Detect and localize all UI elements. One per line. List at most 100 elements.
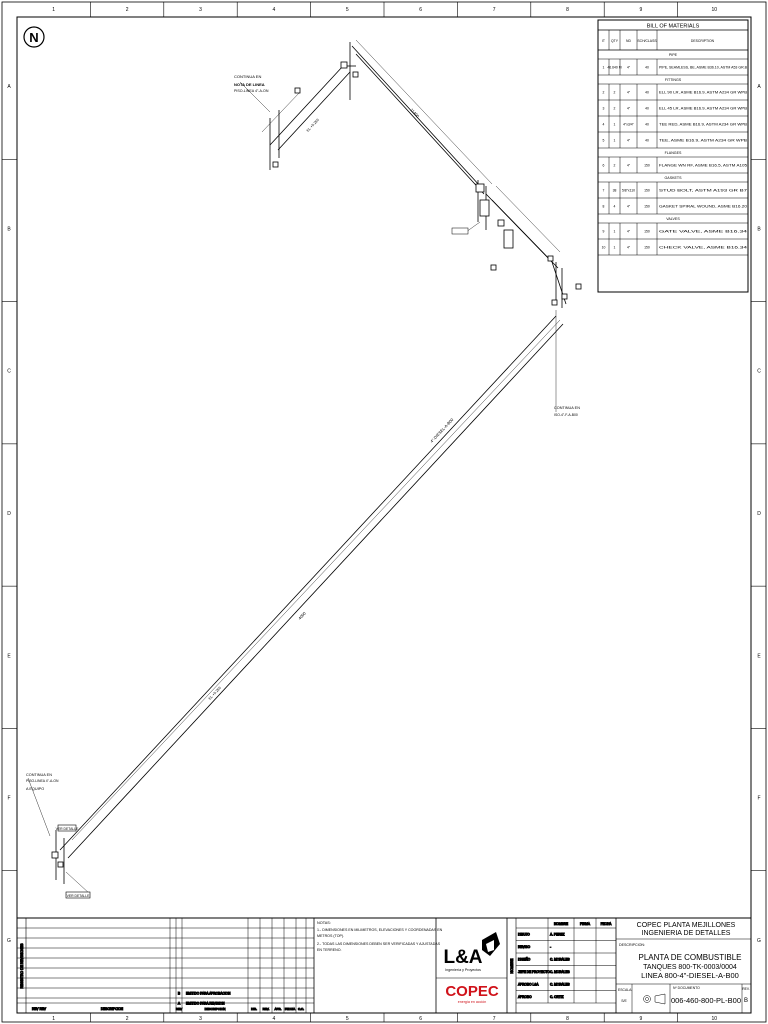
bom-cell: 4" (627, 107, 631, 111)
title-line-3: LINEA 800-4"-DIESEL-A-B00 (641, 971, 739, 980)
nw-tag-line1: CONTINUA EN (234, 74, 261, 79)
column-label-top: 5 (346, 7, 349, 13)
bom-section-title: PIPE (669, 53, 678, 57)
bom-description-cell: STUD BOLT, ASTM A193 GR B7 (659, 189, 747, 193)
doc-label: Nº DOCUMENTO (673, 986, 700, 990)
bom-cell: 2 (614, 164, 616, 168)
column-label-bottom: 3 (199, 1016, 202, 1022)
bom-description-cell: TEE, ASME B16.9, ASTM A234 GR WPB (659, 139, 747, 143)
bom-cell: 38 (613, 189, 617, 193)
row-label-right: E (757, 653, 761, 659)
project-line-2: INGENIERIA DE DETALLES (642, 930, 731, 937)
rev-footer-cell: APR. (274, 1007, 281, 1011)
row-label-right: A (757, 84, 761, 90)
bom-cell: 8 (603, 205, 605, 209)
bom-cell: 6 (603, 164, 605, 168)
bom-cell: 1 (614, 246, 616, 250)
column-label-bottom: 7 (493, 1016, 496, 1022)
row-label-right: C (757, 369, 761, 375)
rev-footer-cell: FECHA (285, 1007, 295, 1011)
column-label-bottom: 5 (346, 1016, 349, 1022)
bom-cell: 4 (603, 123, 605, 127)
column-label-bottom: 10 (712, 1016, 718, 1022)
rev-footer-cell: REV (176, 1007, 182, 1011)
rev-footer-desc: DESCRIPCION (101, 1007, 124, 1011)
row-label-left: C (7, 369, 11, 375)
bom-cell: 40 (645, 66, 649, 70)
bom-header-cell: QTY (611, 39, 619, 43)
bom-description-cell: PIPE, SEAMLESS, BE, ASME B36.10, ASTM A5… (659, 66, 747, 70)
note-2: 2.- TODAS LAS DIMENSIONES DEBEN SER VERI… (317, 942, 441, 946)
column-label-top: 7 (493, 7, 496, 13)
note-1: 1.- DIMENSIONES EN MILIMETROS, ELEVACION… (317, 928, 443, 932)
column-label-top: 1 (52, 7, 55, 13)
appr-name: C. MORALES (550, 958, 570, 962)
bom-header-cell: ND (626, 39, 631, 43)
sw-tag-line2: PISO-LINEA 4"-A-ON (26, 779, 59, 783)
bom-cell: 150 (644, 189, 650, 193)
bom-cell: 5/8"x110 (622, 189, 635, 193)
column-label-top: 2 (126, 7, 129, 13)
column-label-top: 10 (712, 7, 718, 13)
title-line-2: TANQUES 800-TK-0003/0004 (643, 964, 737, 971)
appr-role: REVISO (518, 945, 531, 949)
appr-role: APROBO L&A (518, 983, 539, 987)
row-label-right: B (757, 226, 761, 232)
column-label-bottom: 2 (126, 1016, 129, 1022)
brand-logo: L&A (443, 947, 482, 968)
rev-side-label: REGISTRO DE REVISIONES (20, 943, 24, 989)
rev-footer-left: REV REV (32, 1007, 47, 1011)
projection-symbol-icon (643, 993, 666, 1005)
bom-cell: 7 (603, 189, 605, 193)
client-logo: COPEC (445, 983, 499, 1000)
bom-body: PIPE 1 46.640 M 4" 40 PIPE, SEAMLESS, BE, ASM… (598, 53, 748, 256)
rev-label: REV. (742, 987, 750, 991)
column-label-top: 9 (640, 7, 643, 13)
pipe-fittings (51, 61, 582, 868)
row-label-left: G (7, 938, 11, 944)
desc-label: DESCRIPCION: (619, 943, 645, 947)
rev-row-desc: EMITIDO PARA APROBACION (186, 992, 231, 996)
scale-label: ESCALA: (618, 988, 632, 992)
dim-main: 4000 (297, 610, 307, 620)
bom-description-cell: TEE RED, ASME B16.9, ASTM A234 GR WPB (659, 123, 747, 127)
bom-cell: 4" (627, 230, 631, 234)
bom-cell: 150 (644, 246, 650, 250)
appr-role: DISEÑO (518, 957, 531, 962)
brand-subtitle: Ingeniería y Proyectos (445, 968, 481, 972)
bom-cell: 4" (627, 91, 631, 95)
notes-title: NOTAS: (317, 921, 331, 925)
bom-cell: 150 (644, 230, 650, 234)
column-label-top: 6 (419, 7, 422, 13)
column-label-bottom: 6 (419, 1016, 422, 1022)
north-label: N (29, 30, 38, 45)
bom-cell: 46.640 M (607, 66, 621, 70)
bom-cell: 1 (614, 123, 616, 127)
bom-cell: 40 (645, 91, 649, 95)
bom-title: BILL OF MATERIALS (647, 24, 700, 30)
bom-section-title: VALVES (666, 217, 680, 221)
appr-name: C. MORALES (550, 970, 570, 974)
rev-row-desc: EMITIDO PARA REVISION (186, 1002, 225, 1006)
bom-cell: 40 (645, 123, 649, 127)
bom-cell: 2 (614, 91, 616, 95)
row-label-right: G (757, 938, 761, 944)
mid-tag: CONTINUA EN (554, 406, 580, 410)
company-logos: L&A Ingeniería y Proyectos COPEC energía… (435, 918, 508, 1013)
bom-cell: 4"x3/4" (623, 123, 634, 127)
client-subtitle: energía en acción (458, 1000, 487, 1004)
bom-description-cell: GASKET SPIRAL WOUND, ASME B16.20 (659, 205, 747, 209)
appr-role: JEFE DE PROYECTO (518, 970, 550, 974)
bom-cell: 1 (614, 230, 616, 234)
appr-name: C. MORALES (550, 983, 570, 987)
bom-section-title: GASKETS (665, 176, 683, 180)
brand-mark-icon (482, 932, 500, 956)
rev-footer-cell: REV. (263, 1007, 270, 1011)
bom-description-cell: GATE VALVE, ASME B16.34 (659, 230, 747, 234)
project-line-1: COPEC PLANTA MEJILLONES (637, 922, 736, 929)
